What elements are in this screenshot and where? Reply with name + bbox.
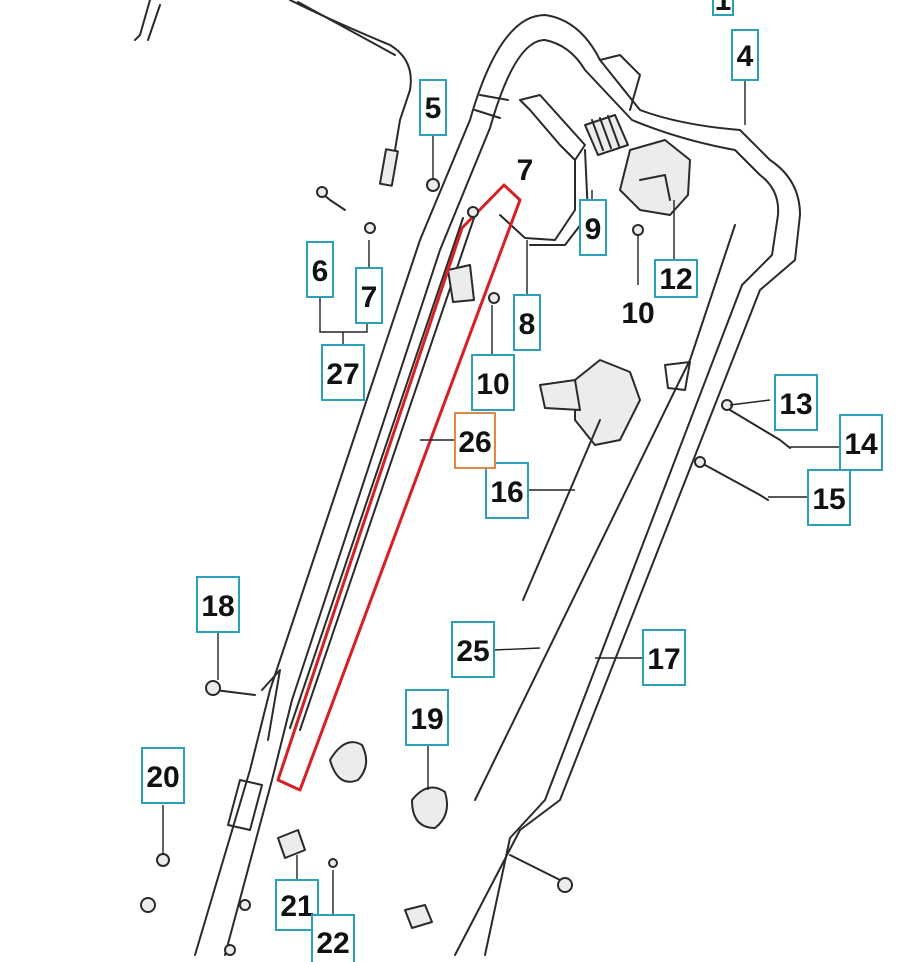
callout-10-plain-label: 10 [621,297,654,330]
callout-26[interactable]: 26 [454,412,496,469]
callout-13: 13 [774,374,818,431]
callout-20: 20 [141,747,185,804]
callout-10: 10 [471,354,515,411]
callout-15: 15 [807,469,851,526]
cable-bracket [539,359,641,446]
callout-10-plain: 10 [621,297,654,330]
callout-12-label: 12 [659,263,692,296]
callout-21: 21 [275,879,319,931]
callout-17-label: 17 [647,643,680,676]
callout-5: 5 [419,79,447,136]
fasteners [140,178,791,956]
control-lever [499,94,629,246]
control-rods [474,224,736,801]
callout-8-label: 8 [519,308,536,341]
callout-4-label: 4 [737,40,754,73]
callout-27: 27 [321,344,365,401]
handle-frame [194,14,801,956]
rod-26-highlight [276,183,522,792]
callout-17: 17 [642,629,686,686]
callout-21-label: 21 [280,890,313,923]
callout-14: 14 [839,414,883,471]
callout-26-label: 26 [458,426,491,459]
callout-1: 1 [712,0,734,17]
callout-22-label: 22 [316,927,349,960]
leader-lines [162,80,840,915]
callout-9-label: 9 [585,213,602,246]
callout-27-label: 27 [326,358,359,391]
callout-18: 18 [196,576,240,633]
callout-9: 9 [579,199,607,256]
callout-7-label: 7 [361,281,378,314]
callout-15-label: 15 [812,483,845,516]
highlight-outline [276,183,522,792]
callout-6-label: 6 [312,255,329,288]
callout-4: 4 [731,29,759,81]
callout-19: 19 [405,689,449,746]
callout-22: 22 [311,914,355,962]
callout-25-label: 25 [456,635,489,668]
callout-16-label: 16 [490,476,523,509]
callout-8: 8 [513,294,541,351]
callout-18-label: 18 [201,590,234,623]
callout-16: 16 [485,462,529,519]
callout-19-label: 19 [410,703,443,736]
callout-1-label: 1 [715,0,732,17]
lever-cover [619,139,691,216]
callout-13-label: 13 [779,388,812,421]
callout-5-label: 5 [425,92,442,125]
callout-25: 25 [451,621,495,678]
callout-12: 12 [654,259,698,298]
throttle-cable [134,0,412,187]
callout-14-label: 14 [844,428,878,461]
callout-7-plain-label: 7 [517,154,534,187]
callout-10-label: 10 [476,368,509,401]
callout-20-label: 20 [146,761,179,794]
callout-6: 6 [306,241,334,298]
callout-7: 7 [355,267,383,324]
callout-7-plain: 7 [517,154,534,187]
